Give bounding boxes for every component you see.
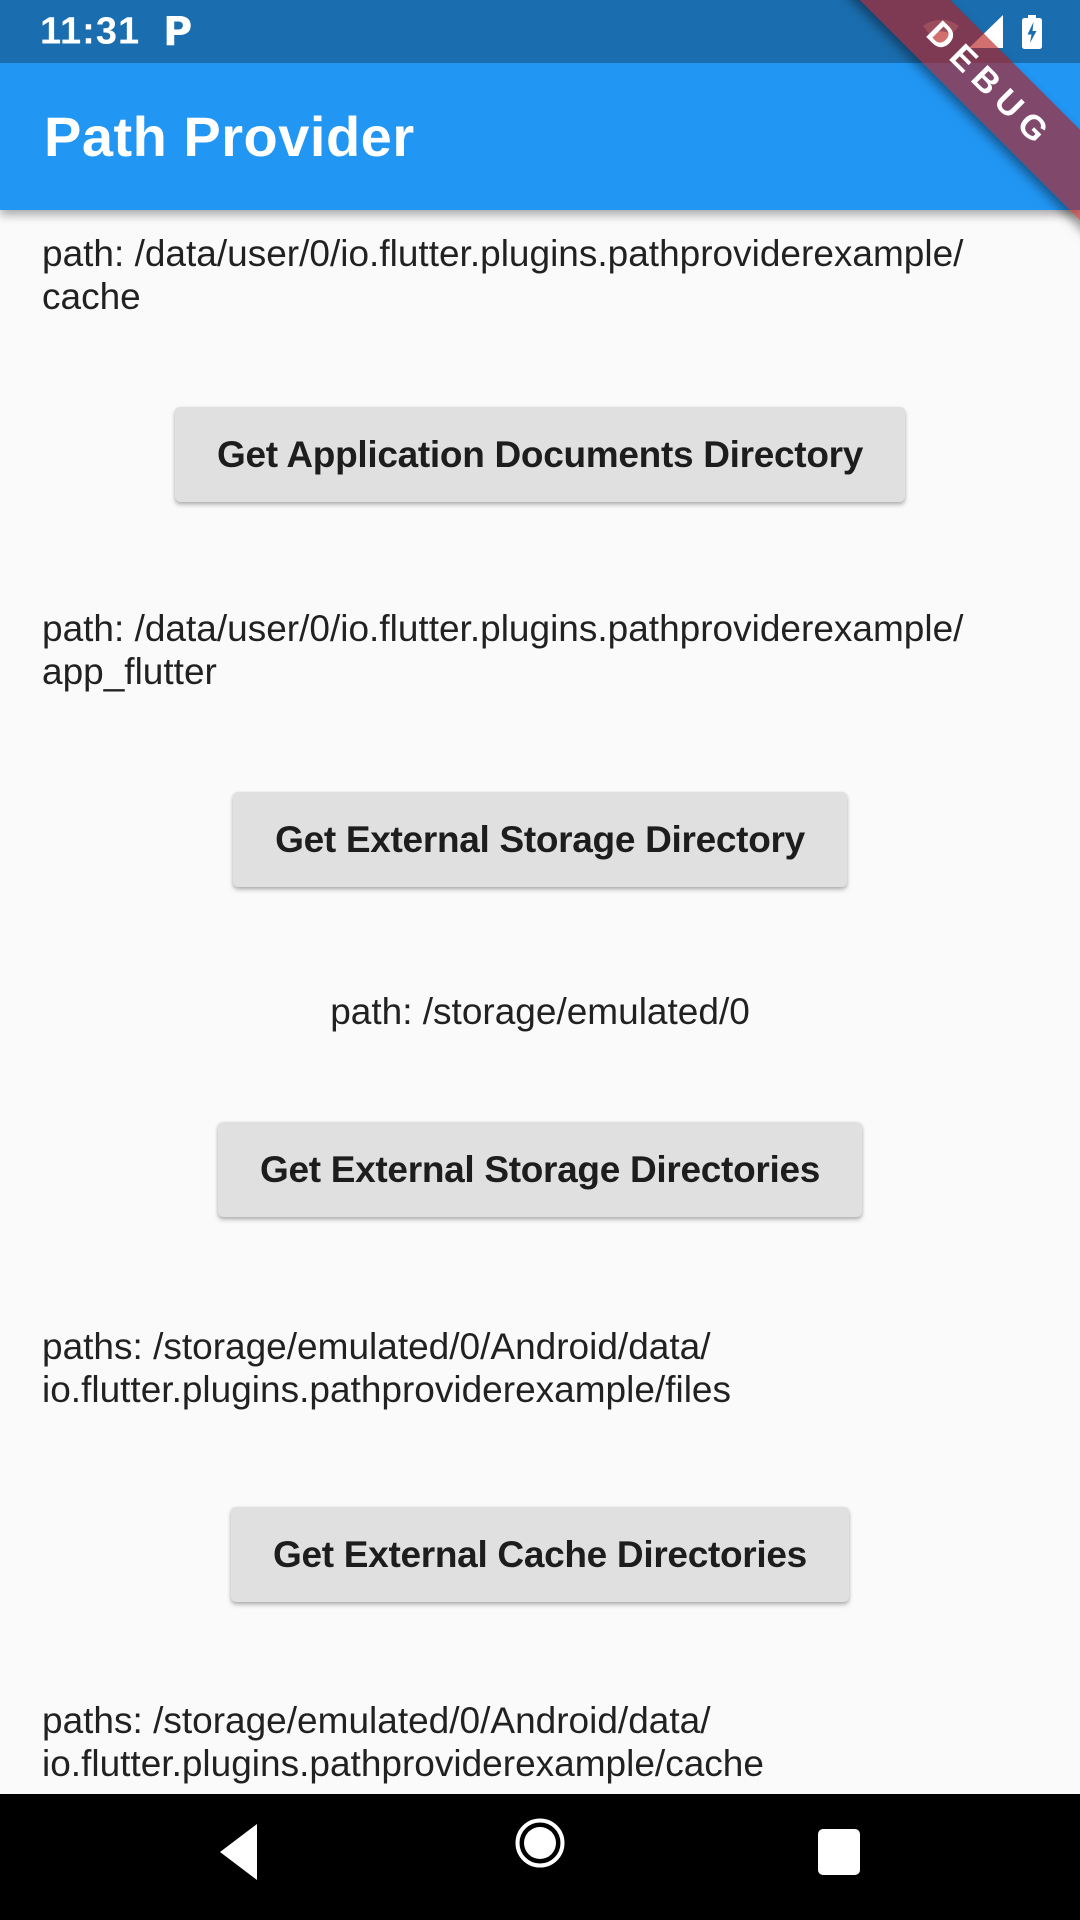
battery-charging-icon xyxy=(1021,14,1043,49)
path-line: io.flutter.plugins.pathproviderexample/f… xyxy=(42,1369,731,1410)
home-icon xyxy=(515,1818,565,1868)
path-line: path: /data/user/0/io.flutter.plugins.pa… xyxy=(42,233,964,274)
back-icon xyxy=(218,1823,258,1881)
app-flutter-path-text: path: /data/user/0/io.flutter.plugins.pa… xyxy=(42,607,1038,693)
notification-p-icon: P xyxy=(163,8,193,55)
path-line: app_flutter xyxy=(42,651,217,692)
external-files-paths-text: paths: /storage/emulated/0/Android/data/… xyxy=(42,1325,1038,1411)
status-clock: 11:31 xyxy=(40,10,141,52)
recents-icon xyxy=(818,1829,860,1875)
get-application-documents-directory-button[interactable]: Get Application Documents Directory xyxy=(174,407,905,502)
recents-button[interactable] xyxy=(818,1829,860,1875)
path-line: paths: /storage/emulated/0/Android/data/ xyxy=(42,1326,711,1367)
page-title: Path Provider xyxy=(44,105,415,168)
path-line: io.flutter.plugins.pathproviderexample/c… xyxy=(42,1743,764,1784)
back-button[interactable] xyxy=(218,1823,258,1881)
get-external-cache-directories-button[interactable]: Get External Cache Directories xyxy=(231,1507,849,1602)
navigation-bar xyxy=(0,1794,1080,1920)
page-content: path: /data/user/0/io.flutter.plugins.pa… xyxy=(0,210,1080,1785)
path-line: path: /storage/emulated/0 xyxy=(330,991,750,1032)
get-external-storage-directory-button[interactable]: Get External Storage Directory xyxy=(233,792,847,887)
get-external-storage-directories-button[interactable]: Get External Storage Directories xyxy=(218,1122,862,1217)
documents-directory-path-text: path: /data/user/0/io.flutter.plugins.pa… xyxy=(42,232,1038,318)
path-line: path: /data/user/0/io.flutter.plugins.pa… xyxy=(42,608,964,649)
external-storage-path-text: path: /storage/emulated/0 xyxy=(42,990,1038,1033)
path-line: paths: /storage/emulated/0/Android/data/ xyxy=(42,1700,711,1741)
external-cache-paths-text: paths: /storage/emulated/0/Android/data/… xyxy=(42,1699,1038,1785)
home-button[interactable] xyxy=(515,1818,565,1868)
path-line: cache xyxy=(42,276,141,317)
app-bar: Path Provider xyxy=(0,63,1080,210)
